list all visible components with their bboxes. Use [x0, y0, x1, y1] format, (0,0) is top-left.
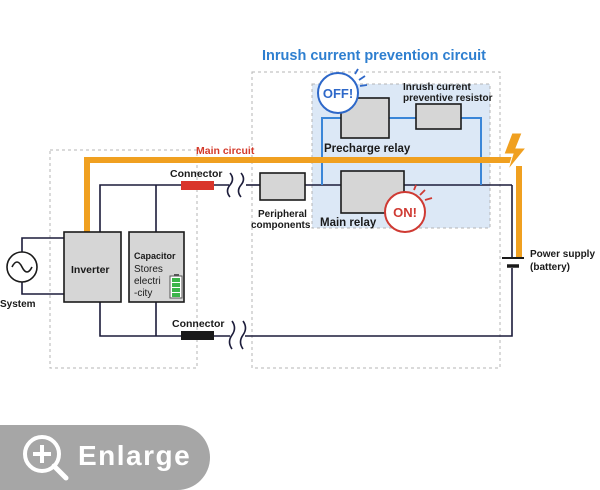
inverter-label: Inverter	[71, 264, 110, 276]
power-supply-label-1: Power supply	[530, 249, 595, 260]
spark-icon	[503, 132, 528, 171]
diagram-title: Inrush current prevention circuit	[262, 48, 486, 64]
inrush-resistor	[415, 103, 462, 130]
connector-bottom	[181, 331, 214, 340]
capacitor-line-3: -city	[134, 288, 152, 299]
capacitor-title: Capacitor	[134, 251, 176, 261]
peripheral-label-1: Peripheral	[258, 209, 307, 220]
on-badge: ON!	[384, 184, 433, 233]
capacitor-line-1: Stores	[134, 264, 163, 275]
connector-break-bottom	[228, 320, 247, 350]
vehicle-side-boundary	[49, 149, 198, 369]
connector-top-label: Connector	[170, 168, 223, 180]
enlarge-label: Enlarge	[78, 440, 192, 471]
battery-level-icon	[169, 274, 183, 299]
precharge-relay-label: Precharge relay	[324, 143, 411, 155]
system-label: System	[0, 299, 36, 310]
inrush-resistor-label-1: Inrush current	[403, 82, 471, 93]
capacitor-line-2: electri	[134, 276, 161, 287]
peripheral-components	[259, 172, 306, 201]
zoom-in-icon	[23, 435, 69, 481]
on-badge-text: ON!	[393, 205, 417, 220]
connector-bottom-label: Connector	[172, 318, 225, 330]
connector-break-top	[226, 172, 245, 198]
precharge-relay	[340, 97, 390, 139]
power-supply-label-2: (battery)	[530, 262, 570, 273]
peripheral-label-2: components	[251, 220, 311, 231]
sine-wave-icon	[11, 261, 33, 273]
main-relay-label: Main relay	[320, 217, 377, 229]
main-circuit-path	[82, 157, 512, 261]
inrush-resistor-label-2: preventive resistor	[403, 93, 493, 104]
off-badge-text: OFF!	[323, 86, 353, 101]
off-badge: OFF!	[317, 68, 368, 114]
enlarge-button[interactable]: Enlarge	[0, 425, 210, 490]
inverter	[63, 231, 122, 303]
inrush-circuit-boundary	[251, 71, 501, 369]
main-circuit-label: Main circuit	[196, 145, 255, 157]
connector-top	[181, 181, 214, 190]
battery-symbol-icon	[502, 257, 524, 268]
